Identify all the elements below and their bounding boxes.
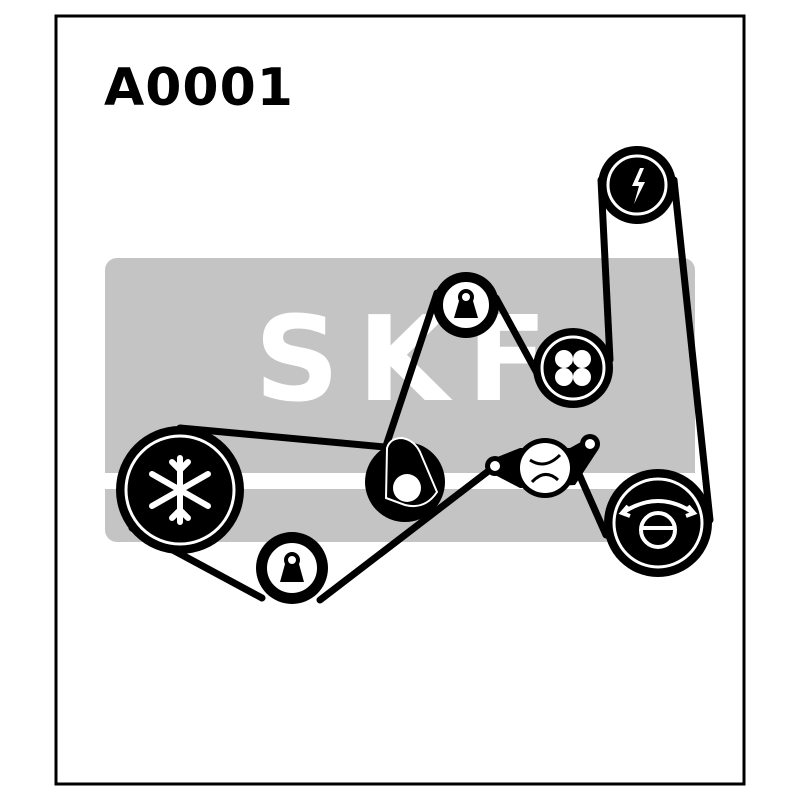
tensioner-pulley bbox=[365, 436, 445, 522]
snowflake-icon bbox=[149, 455, 211, 525]
steering-wheel-icon bbox=[618, 499, 698, 549]
fan-pulley bbox=[533, 328, 613, 408]
power-steering-pulley bbox=[604, 469, 712, 577]
tensioner-icon bbox=[393, 474, 421, 502]
idler-icon bbox=[454, 289, 478, 318]
water-pump-pulley bbox=[485, 434, 600, 498]
fan-icon bbox=[555, 350, 591, 386]
idler-lower-pulley bbox=[256, 532, 328, 604]
watermark-text: SKF bbox=[254, 290, 565, 428]
lightning-icon bbox=[632, 168, 645, 204]
water-pump-icon bbox=[529, 453, 562, 484]
ac-compressor-pulley bbox=[116, 426, 244, 554]
idler-upper-pulley bbox=[433, 272, 499, 338]
alternator-pulley bbox=[598, 146, 676, 224]
idler-icon bbox=[280, 552, 304, 582]
diagram-title: A0001 bbox=[104, 58, 294, 118]
